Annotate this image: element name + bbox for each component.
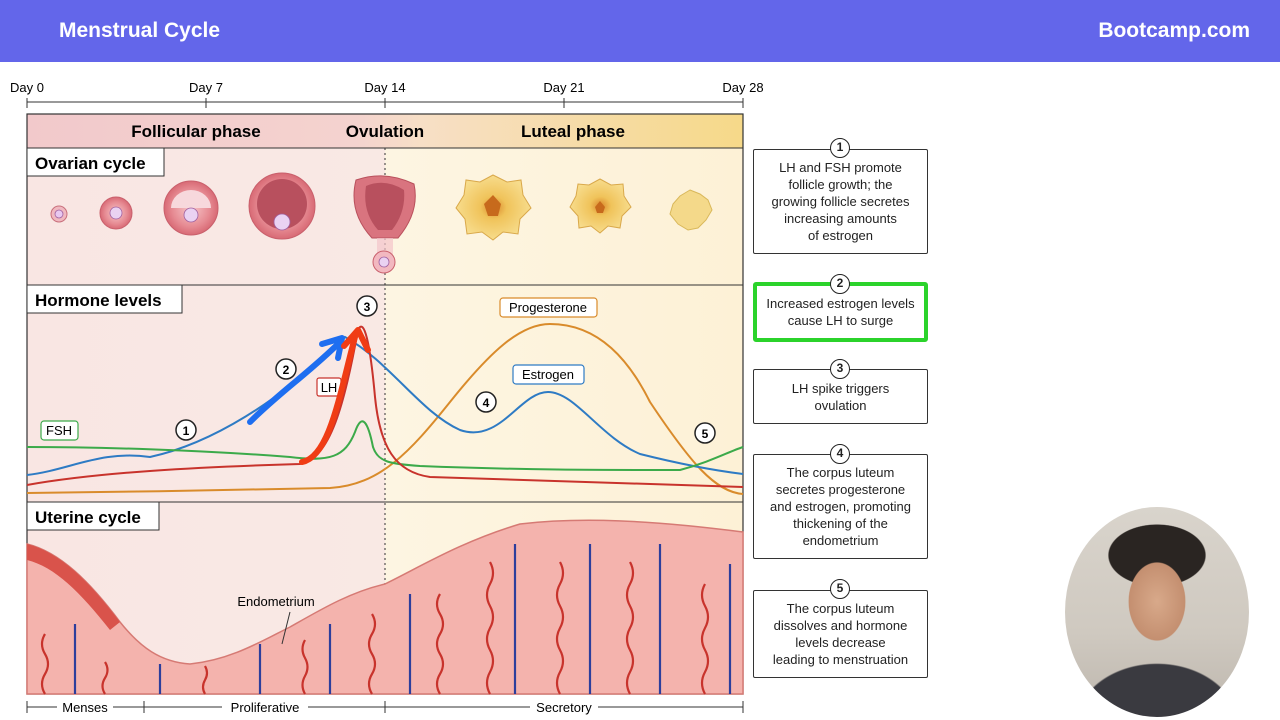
section-ovarian-cycle: Ovarian cycle bbox=[26, 147, 165, 177]
svg-text:LH: LH bbox=[321, 380, 338, 395]
lh-curve bbox=[26, 325, 744, 488]
corpus-luteum-early bbox=[455, 174, 532, 241]
phase-luteal: Luteal phase bbox=[521, 122, 625, 141]
endometrium-layer bbox=[26, 519, 744, 695]
svg-text:5: 5 bbox=[702, 427, 709, 441]
uterine-phase-bar: Menses Proliferative Secretory bbox=[26, 698, 744, 716]
timeline-axis: Day 0 Day 7 Day 14 Day 21 Day 28 bbox=[10, 80, 764, 108]
svg-text:Ovarian cycle: Ovarian cycle bbox=[35, 154, 146, 173]
svg-text:3: 3 bbox=[364, 300, 371, 314]
timeline-label: Day 14 bbox=[364, 80, 405, 95]
label-estrogen: Estrogen bbox=[512, 364, 585, 385]
card-badge: 4 bbox=[830, 444, 850, 464]
follicle-stage-2 bbox=[99, 196, 133, 230]
follicle-stage-4 bbox=[248, 172, 316, 240]
brand-logo[interactable]: Bootcamp.com bbox=[1098, 19, 1250, 42]
card-badge: 1 bbox=[830, 138, 850, 158]
hormone-curves bbox=[26, 322, 744, 495]
svg-text:Progesterone: Progesterone bbox=[509, 300, 587, 315]
annotation-red-arrow bbox=[299, 327, 371, 465]
menstrual-cycle-diagram: Day 0 Day 7 Day 14 Day 21 Day 28 Follicu… bbox=[10, 80, 764, 716]
label-progesterone: Progesterone bbox=[499, 297, 598, 318]
marker-4: 4 bbox=[475, 391, 497, 413]
marker-2: 2 bbox=[275, 358, 297, 380]
svg-text:Hormone levels: Hormone levels bbox=[35, 291, 162, 310]
phase-secretory: Secretory bbox=[536, 700, 592, 715]
marker-3: 3 bbox=[356, 295, 378, 317]
info-card-1: LH and FSH promote follicle growth; the … bbox=[753, 149, 928, 254]
follicle-stage-1 bbox=[50, 205, 68, 223]
marker-1: 1 bbox=[175, 419, 197, 441]
phase-menses: Menses bbox=[62, 700, 108, 715]
phase-ovulation: Ovulation bbox=[346, 122, 424, 141]
timeline-label: Day 28 bbox=[722, 80, 763, 95]
corpus-luteum-mid bbox=[569, 178, 632, 234]
section-uterine-cycle: Uterine cycle bbox=[26, 501, 160, 531]
ovulating-follicle bbox=[353, 175, 416, 274]
annotation-blue-arrow bbox=[247, 335, 345, 425]
header-bar: Menstrual Cycle Bootcamp.com bbox=[0, 0, 1280, 62]
timeline-label: Day 0 bbox=[10, 80, 44, 95]
info-card-5: The corpus luteum dissolves and hormone … bbox=[753, 590, 928, 678]
svg-text:2: 2 bbox=[283, 363, 290, 377]
svg-text:Uterine cycle: Uterine cycle bbox=[35, 508, 141, 527]
label-fsh: FSH bbox=[40, 420, 79, 441]
page-title: Menstrual Cycle bbox=[59, 19, 221, 42]
progesterone-curve bbox=[26, 322, 744, 495]
follicle-stage-3 bbox=[163, 180, 219, 236]
timeline-label: Day 7 bbox=[189, 80, 223, 95]
svg-text:FSH: FSH bbox=[46, 423, 72, 438]
card-badge: 3 bbox=[830, 359, 850, 379]
timeline-label: Day 21 bbox=[543, 80, 584, 95]
card-badge: 5 bbox=[830, 579, 850, 599]
svg-text:Estrogen: Estrogen bbox=[522, 367, 574, 382]
corpus-albicans bbox=[669, 189, 713, 231]
svg-text:4: 4 bbox=[483, 396, 490, 410]
svg-text:Endometrium: Endometrium bbox=[237, 594, 314, 609]
presenter-webcam bbox=[1065, 507, 1249, 717]
spiral-arteries bbox=[40, 544, 732, 695]
label-endometrium: Endometrium bbox=[237, 594, 315, 645]
label-lh: LH bbox=[316, 377, 342, 397]
estrogen-curve bbox=[26, 335, 744, 476]
svg-text:1: 1 bbox=[183, 424, 190, 438]
phase-follicular: Follicular phase bbox=[131, 122, 260, 141]
info-card-3: LH spike triggers ovulation bbox=[753, 369, 928, 424]
info-card-4: The corpus luteum secretes progesterone … bbox=[753, 454, 928, 559]
marker-5: 5 bbox=[694, 422, 716, 444]
card-badge: 2 bbox=[830, 274, 850, 294]
phase-proliferative: Proliferative bbox=[231, 700, 300, 715]
section-hormone-levels: Hormone levels bbox=[26, 284, 183, 314]
fsh-curve bbox=[26, 420, 744, 472]
